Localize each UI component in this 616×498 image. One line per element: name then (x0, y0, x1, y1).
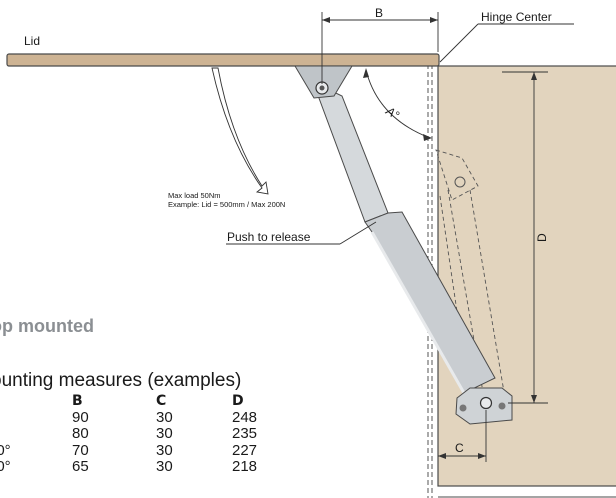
header-b: B (72, 393, 83, 410)
cell-angle: 10° (0, 458, 11, 476)
cell-b: 70 (72, 441, 89, 459)
lid-board (6, 53, 440, 67)
example-label: Example: Lid = 500mm / Max 200N (168, 200, 285, 209)
angle-a-arc (365, 69, 431, 139)
lower-screw-left (459, 404, 467, 412)
lower-pivot (479, 396, 493, 410)
upper-pivot-inner (319, 85, 325, 91)
table-row: ° 80 30 235 (0, 426, 292, 443)
table-title: ounting measures (examples) (0, 370, 242, 391)
table-row: 10° 65 30 218 (0, 459, 292, 476)
cell-c: 30 (156, 441, 173, 459)
cell-c: 30 (156, 458, 173, 476)
header-c: C (156, 393, 167, 410)
dim-d-arrow-top (531, 72, 537, 80)
gas-strut (312, 81, 496, 394)
dim-d-arrow-bottom (531, 395, 537, 403)
dim-c-label: C (455, 441, 464, 455)
ghost-pivot (454, 176, 466, 188)
cell-angle: ° (0, 426, 72, 443)
max-load-label: Max load 50Nm (168, 191, 221, 200)
dim-b-arrow-right (430, 17, 438, 23)
cabinet-panel (437, 65, 616, 487)
header-d: D (232, 393, 244, 410)
cell-b: 90 (72, 408, 89, 426)
cell-d: 235 (232, 425, 258, 443)
load-arrow (211, 67, 269, 195)
angle-a-label: A° (383, 103, 402, 122)
lower-screw-right (498, 402, 506, 410)
angle-a-arrow-right (423, 134, 432, 141)
mounting-type-heading: op mounted (0, 316, 94, 336)
hinge-center-leader (439, 23, 479, 63)
cell-angle: ° (0, 410, 72, 427)
cell-d: 218 (232, 458, 258, 476)
measures-table: B C D ° 90 30 248 ° 80 30 235 00° 70 30 … (0, 393, 292, 476)
push-release-label: Push to release (227, 230, 311, 244)
dim-c-arrow-left (438, 453, 446, 459)
push-release-leader (339, 221, 377, 245)
dim-d-label: D (535, 233, 549, 242)
cell-angle: 00° (0, 441, 11, 459)
cell-c: 30 (156, 408, 173, 426)
dim-b-label: B (375, 6, 383, 20)
cell-b: 80 (72, 425, 89, 443)
dim-b-arrow-left (322, 17, 330, 23)
cell-c: 30 (156, 425, 173, 443)
lid-label: Lid (24, 34, 40, 48)
cell-d: 248 (232, 408, 258, 426)
table-row: 00° 70 30 227 (0, 441, 292, 460)
dim-c-arrow-right (478, 453, 486, 459)
table-row: ° 90 30 248 (0, 408, 292, 427)
header-angle (0, 393, 72, 410)
hinge-center-label: Hinge Center (481, 10, 552, 24)
cell-b: 65 (72, 458, 89, 476)
angle-a-arrow-top (363, 68, 369, 78)
table-header-row: B C D (0, 393, 292, 410)
cell-d: 227 (232, 441, 258, 459)
